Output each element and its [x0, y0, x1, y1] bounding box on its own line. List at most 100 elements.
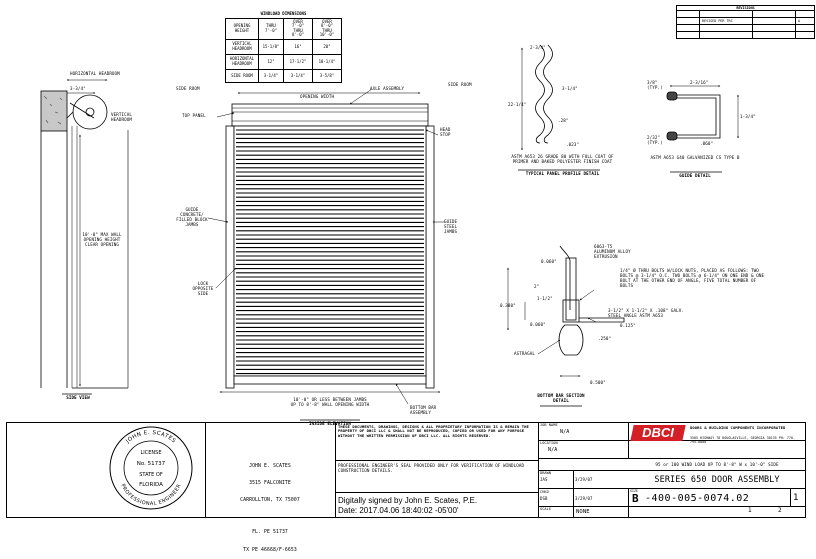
- engineer-info: JOHN E. SCATES 3515 FALCONITE CARROLLTON…: [210, 452, 330, 559]
- bottom-caption: BOTTOM BAR SECTION DETAIL: [537, 393, 585, 403]
- seal-note: PROFESSIONAL ENGINEER'S SEAL PROVIDED ON…: [338, 463, 525, 473]
- lock-label: LOCK OPPOSITE SIDE: [192, 281, 214, 296]
- company-name: DOORS & BUILDING COMPONENTS INCORPORATED: [690, 425, 786, 430]
- width-note: 10'-0" OR LESS BETWEEN JAMBS UP TO 8'-8"…: [290, 397, 370, 407]
- scale-label: SCALE: [540, 507, 552, 511]
- engineer-fl-pe: FL. PE 51737: [252, 530, 288, 536]
- seal-state: FLORIDA: [139, 482, 163, 488]
- company-address: 3505 HIGHWAY 78 DOUGLASVILLE, GEORGIA 30…: [690, 436, 795, 444]
- seal-name: JOHN E. SCATES: [124, 430, 176, 445]
- side-view-caption: SIDE VIEW: [66, 395, 90, 400]
- revisions-table: REVISIONS REVISED PER TRC A: [676, 5, 815, 39]
- bottom-dim-1: 0.060": [541, 259, 557, 264]
- drawn-label: DRAWN: [540, 471, 552, 475]
- checked-label: CHKD: [540, 490, 549, 494]
- signed-date: Date: 2017.04.06 18:40:02 -05'00': [338, 506, 459, 515]
- bottom-dim-6: 0.125": [620, 323, 636, 328]
- approved-initials: DSB: [540, 496, 548, 501]
- scale-value: NONE: [576, 509, 590, 515]
- guide-caption: GUIDE DETAIL: [679, 173, 711, 178]
- top-panel-label: TOP PANEL: [182, 113, 206, 118]
- axle-assembly-label: AXLE ASSEMBLY: [370, 86, 405, 91]
- bottom-dim-5: 0.060": [530, 322, 546, 327]
- windload-dimensions-table: WINDLOAD DIMENSIONS OPENING HEIGHT THRU …: [225, 11, 342, 83]
- extrusion-label: 6063-T5 ALUMINUM ALLOY EXTRUSION: [594, 244, 631, 259]
- bottom-dim-2: 2": [534, 284, 540, 289]
- bottom-dim-7: .250": [598, 336, 612, 341]
- engineer-tx-pe: TX PE 46668/F-6653: [243, 547, 297, 553]
- drawing-number: -400-005-0074.02: [645, 493, 750, 504]
- seal-license: LICENSE: [141, 450, 162, 456]
- dims-table-title: WINDLOAD DIMENSIONS: [260, 11, 307, 16]
- guide-dim-2: 2-3/16": [690, 80, 709, 85]
- engineer-address: 3515 FALCONITE: [249, 480, 291, 486]
- guide-steel-label: GUIDE STEEL JAMBS: [444, 219, 458, 234]
- horizontal-headroom-label: HORIZONTAL HEADROOM: [70, 71, 120, 76]
- bolt-note: 1/4" Ø THRU BOLTS W/LOCK NUTS, PLACED AS…: [620, 268, 765, 288]
- bottom-bar-label: BOTTOM BAR ASSEMBLY: [410, 405, 437, 415]
- leader-lines: [207, 88, 445, 405]
- drawing-canvas: [40, 44, 739, 421]
- max-wall-label: 10'-0" MAX WALL OPENING HEIGHT CLEAR OPE…: [82, 232, 122, 247]
- date-2: 3/29/07: [575, 496, 593, 501]
- size-label: SIZE: [630, 489, 639, 493]
- side-view-drawing: [40, 79, 129, 395]
- sheet-number: 1: [748, 507, 752, 514]
- astragal-label: ASTRAGAL: [514, 351, 535, 356]
- date-1: 3/29/07: [575, 477, 593, 482]
- windload-note: 95 or 100 WIND LOAD UP TO 8'-8" W x 10'-…: [655, 462, 779, 467]
- panel-dim-5: .023": [566, 142, 580, 147]
- elevation-caption: INSIDE ELEVATION: [309, 421, 351, 426]
- guide-concrete-label: GUIDE CONCRETE/ FILLED BLOCK JAMBS: [176, 207, 208, 227]
- guide-dim-5: .060": [700, 141, 714, 146]
- location-value: N/A: [548, 447, 558, 453]
- angle-note: 3-1/2" X 1-1/2" X .108" GALV. STEEL ANGL…: [608, 308, 685, 318]
- bottom-dim-8: 0.500": [590, 380, 606, 385]
- svg-text:JOHN E. SCATES: JOHN E. SCATES: [124, 430, 176, 445]
- dims-header: OVER 7'-0" THRU 8'-0": [283, 17, 313, 40]
- dims-row: SIDE ROOM 3-1/4" 3-1/4" 3-5/8": [225, 68, 342, 83]
- bottom-dim-4: 0.380": [500, 303, 516, 308]
- vertical-headroom-label: VERTICAL HEADROOM: [111, 112, 132, 122]
- revision-number: 1: [793, 493, 799, 503]
- panel-caption: TYPICAL PANEL PROFILE DETAIL: [525, 171, 600, 176]
- guide-dim-1: 3/8" (TYP.): [647, 80, 663, 90]
- proprietary-note: THESE DOCUMENTS, DRAWINGS, DESIGNS & ALL…: [338, 424, 529, 438]
- dbci-logo: DBCI: [630, 425, 686, 441]
- bottom-dim-3: 1-1/2": [537, 296, 553, 301]
- drawing-title: SERIES 650 DOOR ASSEMBLY: [654, 475, 780, 485]
- engineer-name: JOHN E. SCATES: [249, 463, 291, 469]
- location-label: LOCATION: [540, 441, 558, 445]
- job-name-label: JOB NAME: [540, 423, 558, 427]
- panel-profile-drawing: [518, 44, 600, 171]
- digital-signature: Digitally signed by John E. Scates, P.E.…: [338, 496, 477, 516]
- side-room-right-label: SIDE ROOM: [448, 82, 472, 87]
- panel-dim-1: 2-3/4": [530, 45, 546, 50]
- seal-number: No. 51737: [137, 461, 166, 467]
- opening-width-label: OPENING WIDTH: [300, 94, 335, 99]
- panel-dim-3: 3-1/4": [562, 86, 578, 91]
- dbci-logo-text: DBCI: [642, 425, 674, 440]
- side-room-left-label: SIDE ROOM: [176, 86, 200, 91]
- guide-note: ASTM A653 G40 GALVANIZED CS TYPE B: [650, 155, 740, 160]
- guide-dim-4: 2/32" (TYP.): [647, 135, 663, 145]
- elevation-drawing: [219, 92, 441, 421]
- size-value: B: [632, 492, 639, 505]
- dims-header: THRU 7'-0": [258, 17, 284, 40]
- guide-detail-drawing: [666, 85, 739, 173]
- job-name-value: N/A: [560, 429, 570, 435]
- drawn-initials: JAS: [540, 477, 548, 482]
- guide-dim-3: 1-3/4": [740, 114, 756, 119]
- side-dim-label: 3-3/4": [70, 86, 86, 91]
- head-stop-label: HEAD STOP: [440, 127, 451, 137]
- signed-by: Digitally signed by John E. Scates, P.E.: [338, 496, 478, 505]
- bottom-bar-drawing: [507, 245, 625, 407]
- sheet-of: 2: [778, 507, 782, 514]
- panel-note: ASTM A653 26 GRADE 80 WITH FULL COAT OF …: [511, 154, 614, 164]
- dims-header: OVER 8'-0" THRU 10'-0": [312, 17, 342, 40]
- seal-state-of: STATE OF: [139, 472, 163, 478]
- panel-dim-4: .28": [558, 118, 569, 123]
- engineer-seal: JOHN E. SCATES PROFESSIONAL ENGINEER LIC…: [109, 426, 193, 510]
- dims-row: VERTICAL HEADROOM 15-1/8" 16" 20": [225, 38, 342, 55]
- engineer-city: CARROLLTON, TX 75007: [240, 498, 300, 504]
